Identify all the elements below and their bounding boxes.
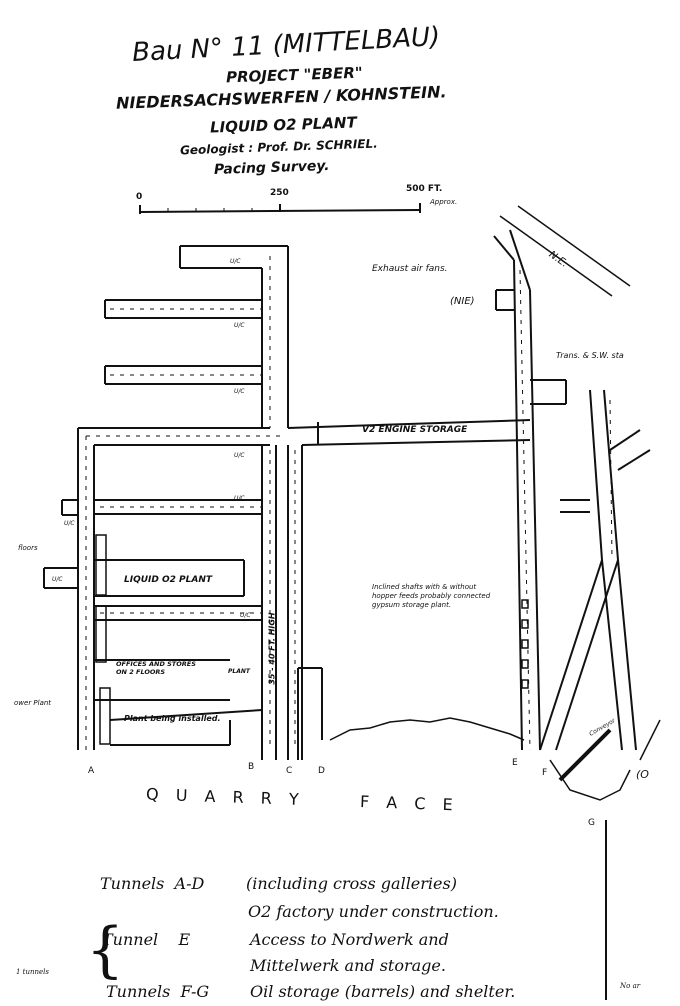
uc-marker: U/C xyxy=(52,576,63,583)
legend-row-desc: Access to Nordwerk and xyxy=(250,930,449,949)
uc-marker: U/C xyxy=(234,388,245,395)
tunnel-f-label: F xyxy=(542,768,548,778)
scale-bar xyxy=(139,203,421,214)
legend-row-desc: Mittelwerk and storage. xyxy=(250,956,446,975)
legend-left-note: 1 tunnels xyxy=(16,968,49,976)
nie-label: (NIE) xyxy=(450,296,475,307)
liquid-plant-label: LIQUID O2 PLANT xyxy=(124,575,213,585)
legend-right-note: No ar xyxy=(620,982,641,990)
uc-marker: U/C xyxy=(234,452,245,459)
power-plant-label: ower Plant xyxy=(14,699,52,707)
tunnel-f xyxy=(539,389,651,751)
uc-marker: U/C xyxy=(64,520,75,527)
inclined-shafts-label: Inclined shafts with & without hopper fe… xyxy=(372,583,491,609)
legend-row-name: Tunnels A-D xyxy=(100,874,205,893)
tunnel-b xyxy=(179,245,289,760)
tunnel-g xyxy=(549,728,631,1000)
plant-label: PLANT xyxy=(228,668,250,675)
legend-row-desc: Oil storage (barrels) and shelter. xyxy=(250,982,516,1001)
quarry-face-edge xyxy=(329,717,525,741)
tunnel-c xyxy=(287,419,531,760)
tunnel-d-label: D xyxy=(318,766,325,776)
tunnel-a xyxy=(77,427,270,750)
uc-marker: U/C xyxy=(234,495,245,502)
right-edge-curve xyxy=(639,719,661,761)
scale-end: 500 FT. xyxy=(406,184,443,194)
o-cut-label: (O xyxy=(636,768,649,781)
uc-marker: U/C xyxy=(234,322,245,329)
legend-row-desc: (including cross galleries) xyxy=(246,874,457,893)
cross-galleries xyxy=(43,299,263,746)
tunnel-g-label: G xyxy=(588,818,595,828)
legend-row-desc: O2 factory under construction. xyxy=(248,902,499,921)
installed-label: Plant being installed. xyxy=(124,714,221,723)
legend-row-name: Tunnels F-G xyxy=(106,982,210,1001)
tunnel-b-label: B xyxy=(248,762,255,772)
uc-marker: U/C xyxy=(230,258,241,265)
tunnel-e-label: E xyxy=(512,758,518,768)
uc-marker: U/C xyxy=(240,612,251,619)
v2-storage-label: V2 ENGINE STORAGE xyxy=(362,425,468,435)
legend-row-name: Tunnel E xyxy=(102,930,191,949)
tunnel-c-label: C xyxy=(286,766,293,776)
inclined-shafts xyxy=(521,599,529,689)
legend-brace: { xyxy=(86,915,125,985)
tunnel-d xyxy=(297,667,323,760)
road-ne xyxy=(499,205,631,297)
trans-label: Trans. & S.W. sta xyxy=(556,351,624,360)
scale-mid: 250 xyxy=(270,188,289,198)
tunnel-a-label: A xyxy=(88,766,95,776)
scale-note: Approx. xyxy=(430,198,458,206)
height-label: 35 - 40 FT. HIGH xyxy=(267,612,277,685)
tunnel-e xyxy=(493,229,567,751)
exhaust-label: Exhaust air fans. xyxy=(372,264,448,274)
hatched-plant xyxy=(95,534,111,745)
legend: 1 tunnels No ar { Tunnels A-D (including… xyxy=(0,870,680,1006)
offices-label: OFFICES AND STORES ON 2 FLOORS xyxy=(116,660,196,677)
floors-label: floors xyxy=(18,544,38,552)
scale-start: 0 xyxy=(136,192,143,202)
